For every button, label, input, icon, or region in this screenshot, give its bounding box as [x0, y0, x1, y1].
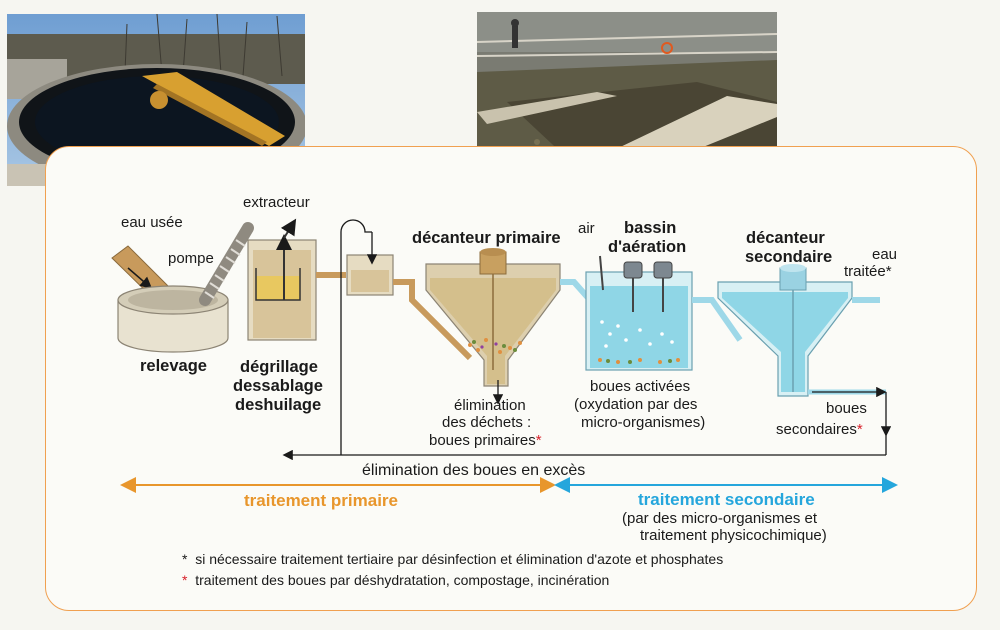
note-sludge: * traitement des boues par déshydratatio… — [182, 572, 610, 588]
label-bassin: bassin — [624, 219, 677, 237]
secondary-clarifier — [717, 264, 892, 437]
diagram-frame — [45, 146, 977, 611]
aeration-basin — [585, 255, 693, 371]
label-secondaires: secondaires* — [776, 421, 863, 438]
label-traitee: traitée* — [844, 263, 892, 280]
label-dessablage: dessablage — [233, 377, 323, 395]
label-secondaire: secondaire — [745, 248, 833, 266]
label-extracteur: extracteur — [243, 194, 310, 211]
secondary-subtitle-1: (par des micro-organismes et — [622, 510, 818, 527]
label-boues-activees: boues activées — [590, 378, 691, 395]
label-eau: eau — [872, 246, 898, 263]
label-relevage: relevage — [140, 357, 207, 375]
label-elimination-boues: élimination des boues en excès — [362, 462, 586, 479]
traitement-primaire-title: traitement primaire — [244, 491, 398, 510]
label-air: air — [578, 220, 595, 237]
label-decanteur-primaire: décanteur primaire — [412, 229, 561, 247]
excess-sludge-line — [282, 262, 887, 461]
primary-clarifier — [425, 248, 561, 405]
label-deshuilage: deshuilage — [235, 396, 322, 414]
distribution-box — [340, 219, 394, 296]
label-des-dechets: des déchets : — [442, 414, 532, 431]
label-micro-organismes: micro-organismes) — [581, 414, 706, 431]
screw-pump — [199, 222, 254, 306]
label-decanteur: décanteur — [746, 229, 825, 247]
label-boues: boues — [826, 400, 867, 417]
label-degrillage: dégrillage — [240, 358, 318, 376]
label-oxydation: (oxydation par des — [574, 396, 698, 413]
label-eau-usee: eau usée — [121, 214, 183, 231]
degrillage-tank — [247, 218, 317, 341]
label-boues-primaires: boues primaires* — [429, 432, 542, 449]
relevage-tank — [117, 285, 229, 353]
secondary-subtitle-2: traitement physicochimique) — [640, 527, 827, 544]
label-aeration: d'aération — [608, 238, 687, 256]
note-tertiary: * si nécessaire traitement tertiaire par… — [182, 551, 724, 567]
label-elimination: élimination — [454, 397, 526, 414]
traitement-secondaire-title: traitement secondaire — [638, 490, 815, 509]
label-pompe: pompe — [168, 250, 214, 267]
